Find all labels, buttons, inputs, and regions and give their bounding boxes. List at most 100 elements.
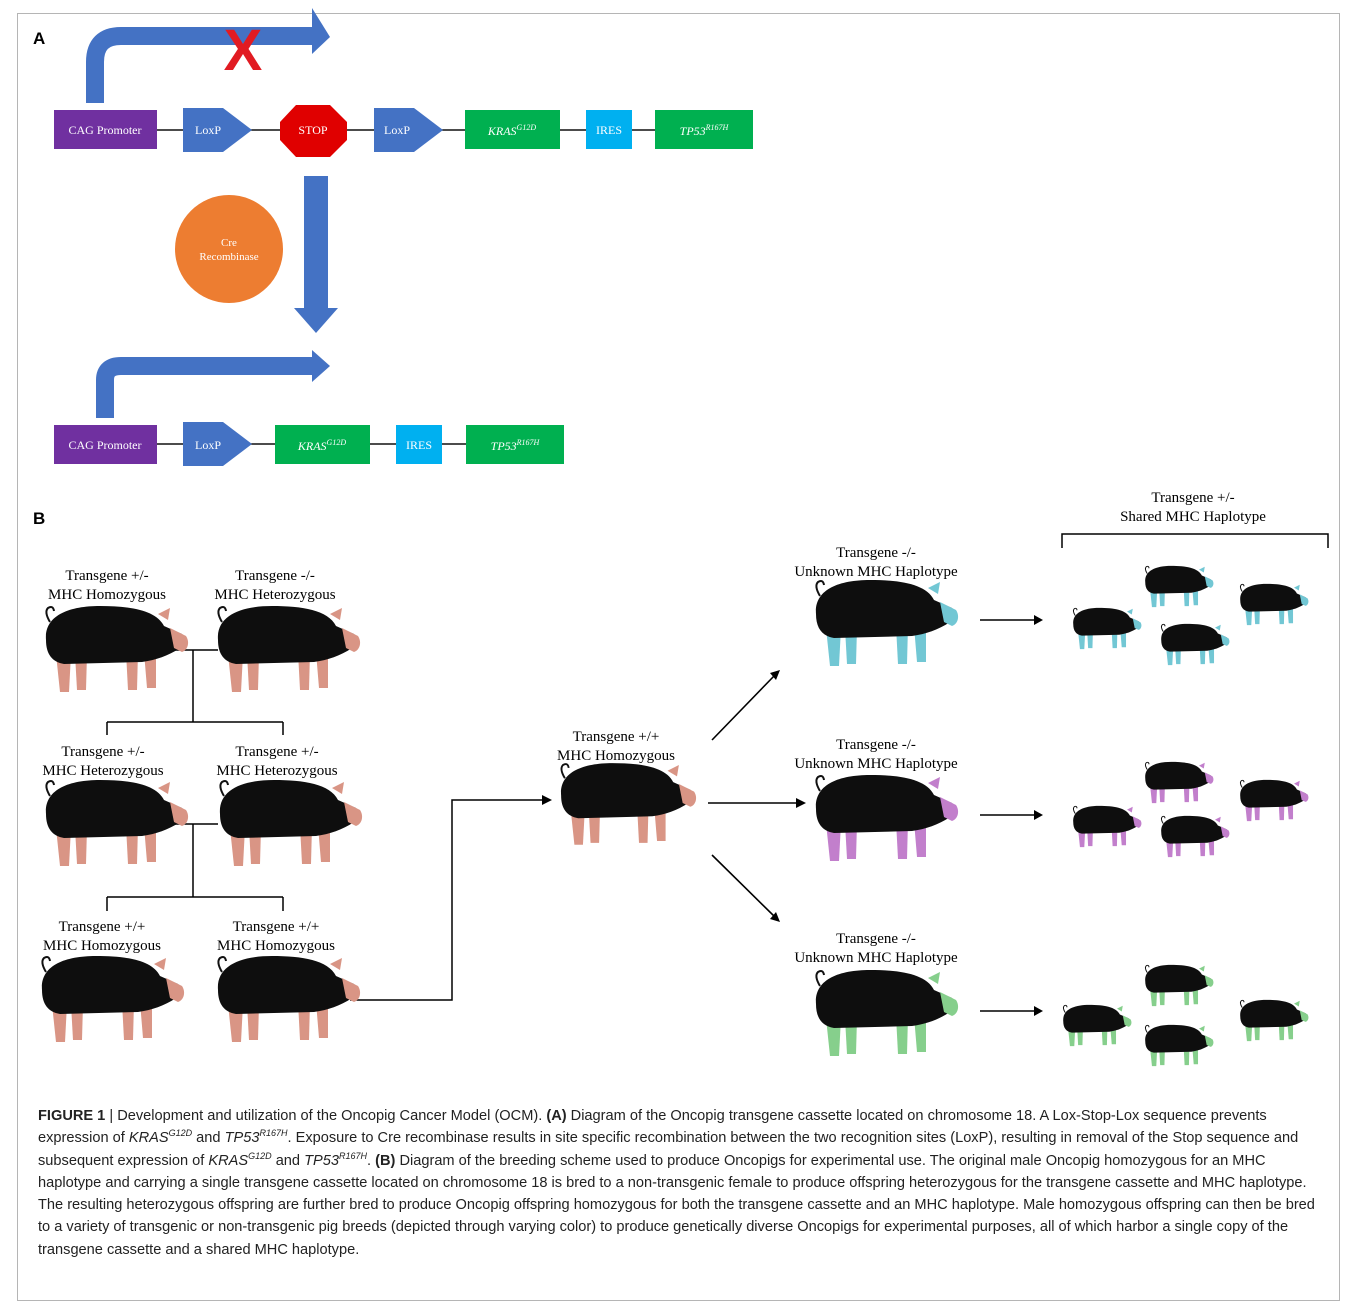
gen3-right-label: Transgene +/+MHC Homozygous: [217, 919, 335, 954]
offspring-arrowhead-top: [1034, 615, 1043, 625]
blocked-x-mark: X: [224, 18, 263, 83]
caption-kras-sup-2: G12D: [248, 1150, 272, 1161]
mating-line-1: [106, 649, 284, 735]
pig-gen1-right: [216, 605, 362, 693]
cre-recombinase-circle: [175, 195, 283, 303]
stop-octagon: [280, 105, 347, 157]
offspring-arrowhead-bot: [1034, 1006, 1043, 1016]
mating-line-2: [106, 823, 284, 911]
pig-blue-offspring-3: [1239, 583, 1309, 626]
loxp2-triangle: [374, 108, 443, 152]
blocked-arrow-head: [312, 8, 330, 54]
caption-a-label: (A): [546, 1108, 567, 1124]
figure-label: FIGURE 1: [38, 1108, 106, 1124]
pig-branch-mid: [814, 774, 960, 862]
tp53-label: TP53R167H: [680, 123, 730, 138]
offspring-arrowhead-mid: [1034, 810, 1043, 820]
caption-title: Development and utilization of the Oncop…: [117, 1108, 547, 1124]
ires2-box: [396, 425, 442, 464]
figure-caption: FIGURE 1 | Development and utilization o…: [38, 1105, 1328, 1261]
pig-gen1-left: [44, 605, 190, 693]
pig-gen2-left: [44, 779, 190, 867]
gen2-right-label: Transgene +/-MHC Heterozygous: [216, 744, 337, 779]
figure-frame: [17, 13, 1340, 1301]
tp53-box: [655, 110, 753, 149]
caption-tp53-sup-2: R167H: [339, 1150, 368, 1161]
gen2-left-label: Transgene +/-MHC Heterozygous: [42, 744, 163, 779]
branch-top-arrow: [711, 674, 776, 741]
recombination-arrow-shaft: [304, 176, 328, 308]
caption-period: .: [367, 1152, 376, 1169]
branch-mid-arrowhead: [796, 798, 806, 808]
active-transcription-arrow: [96, 357, 312, 418]
caption-tp53-sup: R167H: [259, 1128, 288, 1139]
panel-b-label: B: [33, 509, 45, 528]
caption-kras: KRAS: [128, 1130, 169, 1147]
caption-tp53-2: TP53: [304, 1152, 339, 1169]
loxp1-triangle: [183, 108, 252, 152]
loxp2-label: LoxP: [384, 123, 410, 137]
cag-promoter-box: [54, 110, 157, 149]
loxp3-label: LoxP: [195, 438, 221, 452]
branch-mid-label: Transgene -/-Unknown MHC Haplotype: [794, 737, 958, 772]
recombination-arrow-head: [294, 308, 338, 333]
pig-green-offspring-1: [1062, 1004, 1132, 1047]
pig-purple-offspring-3: [1239, 779, 1309, 822]
kras2-box: [275, 425, 370, 464]
pig-center: [560, 762, 698, 846]
branch-bot-arrow: [711, 854, 776, 918]
kras-box: [465, 110, 560, 149]
caption-b-text: Diagram of the breeding scheme used to p…: [38, 1152, 1315, 1258]
branch-bot-label: Transgene -/-Unknown MHC Haplotype: [794, 931, 958, 966]
caption-b-label: (B): [375, 1152, 396, 1169]
center-label: Transgene +/+MHC Homozygous: [557, 729, 675, 764]
tp53-2-label: TP53R167H: [491, 438, 541, 453]
to-center-line: [350, 799, 542, 1001]
caption-sep: |: [105, 1108, 118, 1124]
gen1-left-label: Transgene +/-MHC Homozygous: [48, 568, 166, 603]
cag-promoter2-box: [54, 425, 157, 464]
caption-a-text1: Diagram of the Oncopig transgene cassett…: [38, 1108, 1267, 1147]
caption-kras-sup: G12D: [168, 1128, 193, 1139]
cag-promoter2-label: CAG Promoter: [69, 438, 142, 452]
branch-bot-arrowhead: [770, 912, 780, 922]
tp53-2-box: [466, 425, 564, 464]
blocked-transcription-arrow: [86, 27, 312, 103]
loxp3-triangle: [183, 422, 252, 466]
pig-gen2-right: [218, 779, 364, 867]
kras-label: KRASG12D: [487, 123, 536, 138]
pig-green-offspring-3: [1239, 999, 1309, 1042]
pig-blue-offspring-4: [1160, 623, 1230, 666]
pig-green-offspring-2: [1144, 964, 1214, 1007]
offspring-header-label: Transgene +/-Shared MHC Haplotype: [1120, 490, 1266, 525]
gen3-left-label: Transgene +/+MHC Homozygous: [43, 919, 161, 954]
caption-and: and: [192, 1130, 225, 1147]
pig-branch-bot: [814, 969, 960, 1057]
caption-tp53: TP53: [224, 1130, 260, 1147]
branch-top-arrowhead: [770, 670, 780, 680]
ires-label: IRES: [596, 123, 622, 137]
to-center-arrowhead: [542, 795, 552, 805]
pig-purple-offspring-1: [1072, 805, 1142, 848]
pig-green-offspring-4: [1144, 1024, 1214, 1067]
offspring-bracket: [1061, 533, 1329, 548]
pig-purple-offspring-4: [1160, 815, 1230, 858]
kras2-label: KRASG12D: [297, 438, 346, 453]
caption-kras-2: KRAS: [208, 1152, 249, 1169]
ires-box: [586, 110, 632, 149]
caption-a-text2: . Exposure to Cre recombinase results in…: [38, 1130, 1299, 1169]
pig-gen3-right: [216, 955, 362, 1043]
pig-branch-top: [814, 579, 960, 667]
cag-promoter-label: CAG Promoter: [69, 123, 142, 137]
gen1-right-label: Transgene -/-MHC Heterozygous: [214, 568, 335, 603]
caption-and-2: and: [271, 1152, 305, 1169]
branch-top-label: Transgene -/-Unknown MHC Haplotype: [794, 545, 958, 580]
ires2-label: IRES: [406, 438, 432, 452]
panel-a-label: A: [33, 29, 45, 48]
pig-blue-offspring-2: [1144, 565, 1214, 608]
pig-gen3-left: [40, 955, 186, 1043]
pig-blue-offspring-1: [1072, 607, 1142, 650]
loxp1-label: LoxP: [195, 123, 221, 137]
